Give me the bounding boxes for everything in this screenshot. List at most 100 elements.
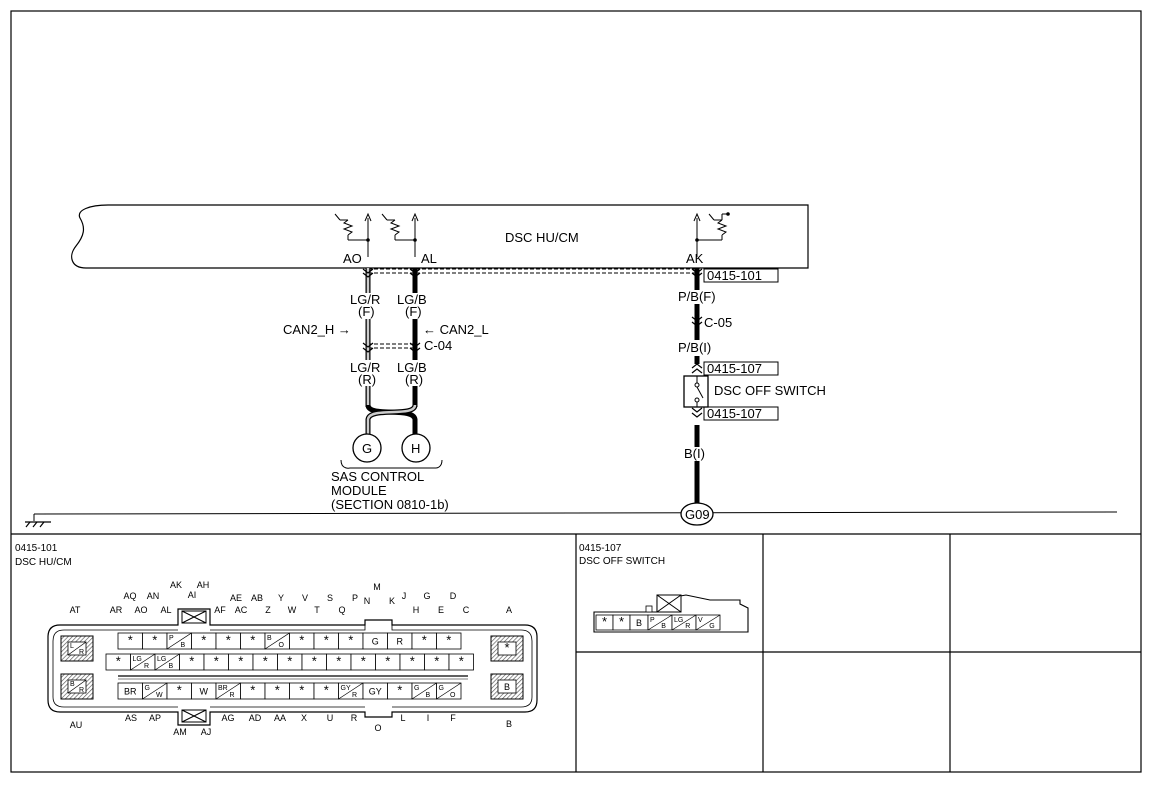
cavity-row1: * (289, 633, 315, 650)
svg-text:*: * (348, 633, 353, 648)
pin-label: C (463, 605, 470, 615)
pin-label: AT (70, 605, 81, 615)
pin-g-circle (352, 433, 382, 463)
pin-label: A (506, 605, 512, 615)
svg-text:*: * (250, 683, 255, 698)
pin-label: AL (160, 605, 171, 615)
pin-label: S (327, 593, 333, 603)
module-name-line3: (SECTION 0810-1b) (331, 497, 449, 512)
pin-label: N (364, 596, 371, 606)
pin-g-label: G (362, 441, 372, 456)
switch-cavity: PB (647, 614, 673, 631)
cavity-row2: * (424, 654, 450, 671)
pin-label: G (423, 591, 430, 601)
pin-label: M (373, 582, 381, 592)
svg-text:GY: GY (341, 685, 351, 692)
ref-0415-107-bottom: 0415-107 (707, 406, 762, 421)
cavity-row3: GB (411, 682, 437, 700)
cavity-row2: * (277, 654, 303, 671)
cavity-row2: * (105, 654, 131, 671)
pin-h-label: H (411, 441, 420, 456)
svg-text:*: * (434, 654, 439, 669)
pin-label: P (352, 593, 358, 603)
pin-label: W (288, 605, 297, 615)
cavity-row2: * (448, 654, 474, 671)
cavity-row2: * (252, 654, 278, 671)
right-panel-name: DSC OFF SWITCH (579, 556, 665, 567)
unit-title: DSC HU/CM (505, 230, 579, 245)
cavity-row1: PB (166, 632, 192, 650)
svg-text:*: * (619, 614, 624, 629)
pin-label: AG (221, 713, 234, 723)
pin-label: AO (134, 605, 147, 615)
svg-text:R: R (352, 692, 357, 699)
pin-h-circle (401, 433, 431, 463)
switch-cavity: * (595, 614, 614, 631)
left-panel-code: 0415-101 (15, 543, 58, 554)
pin-label: AC (235, 605, 248, 615)
pin-label: F (450, 713, 456, 723)
svg-text:*: * (152, 633, 157, 648)
node-ak (695, 238, 699, 242)
svg-text:*: * (299, 633, 304, 648)
pin-label: AJ (201, 727, 212, 737)
svg-text:R: R (229, 692, 234, 699)
svg-text:LG: LG (157, 656, 166, 663)
cavity-row3: * (313, 683, 339, 700)
svg-text:*: * (177, 683, 182, 698)
ground-symbol-icon (25, 521, 51, 528)
cavity-row2: * (301, 654, 327, 671)
pin-label: AR (110, 605, 123, 615)
svg-text:*: * (189, 654, 194, 669)
pin-label: R (351, 713, 358, 723)
cavity-row3: GW (142, 682, 168, 700)
svg-text:LG: LG (674, 617, 683, 624)
svg-text:*: * (287, 654, 292, 669)
svg-text:B: B (267, 635, 272, 642)
pin-label: X (301, 713, 307, 723)
svg-text:*: * (410, 654, 415, 669)
svg-text:P: P (650, 617, 655, 624)
svg-text:P: P (169, 635, 174, 642)
signal-can2-h: CAN2_H → (283, 322, 351, 337)
cavity-row3: * (264, 683, 290, 700)
svg-text:*: * (299, 683, 304, 698)
cavity-row2: LGB (154, 653, 180, 671)
ref-0415-107-top: 0415-107 (707, 361, 762, 376)
pin-label: AH (197, 580, 210, 590)
cavity-row3: * (289, 683, 315, 700)
pin-label: AE (230, 593, 242, 603)
cavity-row1: * (142, 633, 168, 650)
cavity-row1: BO (264, 632, 290, 650)
svg-text:B: B (425, 692, 430, 699)
svg-text:R: R (397, 637, 404, 647)
pin-label: E (438, 605, 444, 615)
unit-block (71, 204, 809, 269)
cavity-row1: * (215, 633, 241, 650)
svg-text:*: * (385, 654, 390, 669)
svg-text:*: * (422, 633, 427, 648)
svg-text:W: W (156, 692, 163, 699)
wire-label-ak-ground: B(I) (684, 446, 705, 461)
svg-text:G: G (414, 685, 419, 692)
svg-text:B: B (504, 682, 510, 692)
pin-label: AB (251, 593, 263, 603)
pin-label: Y (278, 593, 284, 603)
side-cavity-b-code: B (504, 682, 510, 692)
svg-text:*: * (602, 614, 607, 629)
switch-cavity: LGR (671, 614, 697, 631)
terminal-ak: AK (686, 251, 704, 266)
ref-box-0415-107-bottom (703, 406, 779, 421)
internal-circuit-al (381, 212, 419, 257)
switch-cavity: * (612, 614, 631, 631)
ref-box-0415-101 (703, 268, 779, 283)
terminal-ao: AO (343, 251, 362, 266)
pin-label: AD (249, 713, 262, 723)
svg-text:G: G (372, 637, 379, 647)
left-connector-lock-tab-bottom (181, 709, 207, 723)
pin-label: AA (274, 713, 286, 723)
svg-text:B: B (70, 681, 75, 688)
pin-label: B (506, 719, 512, 729)
